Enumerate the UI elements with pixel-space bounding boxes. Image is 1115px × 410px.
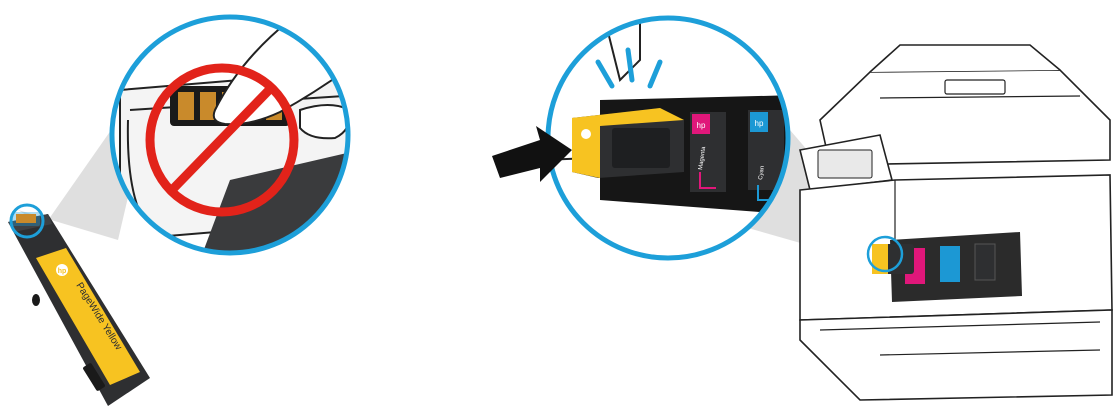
cyan-slot-label: Cyan [758,166,766,181]
cartridge-brand-text: hp [58,268,67,275]
printer [799,44,1113,401]
prohibited-icon [145,63,299,217]
cartridge-yellow-label [36,248,140,385]
contacts-magnified-view [109,14,351,256]
insert-arrow-icon [492,126,572,182]
ink-cartridge: hp PageWide Yellow [8,212,150,406]
yellow-cartridge-inserting [572,108,684,178]
hp-logo-icon [56,264,68,276]
click-sound-icon [595,47,663,89]
printer-control-panel-screen [817,149,873,179]
cyan-slot: hp Cyan [748,110,784,201]
cyan-slot-hp-text: hp [755,119,764,128]
magenta-slot-hp-text: hp [697,121,706,130]
magenta-slot: hp Magenta [690,112,726,192]
zoom-cone-left [18,60,160,240]
magenta-slot-label: Magenta [698,146,707,171]
printer-slot-callout-ring [866,235,904,273]
contacts-callout-ring-small [9,203,45,239]
